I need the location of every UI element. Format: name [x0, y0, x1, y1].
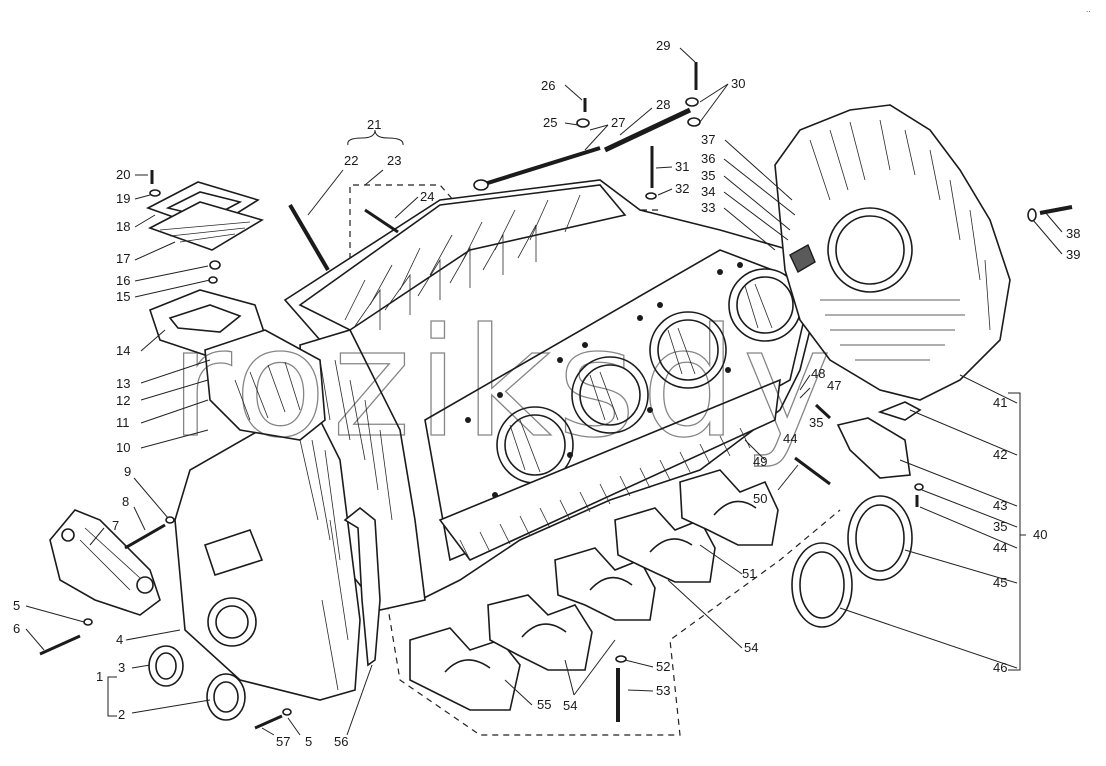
callout-47: 47 — [827, 378, 841, 393]
callout-8: 8 — [122, 494, 129, 509]
callout-54-bottom: 54 — [563, 698, 577, 713]
callout-18: 18 — [116, 219, 130, 234]
callout-49: 49 — [753, 454, 767, 469]
callout-39: 39 — [1066, 247, 1080, 262]
callout-33: 33 — [701, 200, 715, 215]
callout-24: 24 — [420, 189, 434, 204]
callout-36: 36 — [701, 151, 715, 166]
callout-29: 29 — [656, 38, 670, 53]
callout-57: 57 — [276, 734, 290, 749]
callout-53: 53 — [656, 683, 670, 698]
callout-20: 20 — [116, 167, 130, 182]
callout-32: 32 — [675, 181, 689, 196]
callout-2: 2 — [118, 707, 125, 722]
callout-14: 14 — [116, 343, 130, 358]
callout-52: 52 — [656, 659, 670, 674]
callout-35-right: 35 — [993, 519, 1007, 534]
callout-9: 9 — [124, 464, 131, 479]
callout-21: 21 — [367, 117, 381, 132]
callout-35-top: 35 — [701, 168, 715, 183]
callout-42: 42 — [993, 447, 1007, 462]
callout-23: 23 — [387, 153, 401, 168]
callout-16: 16 — [116, 273, 130, 288]
callout-22: 22 — [344, 153, 358, 168]
gasket-strip — [343, 506, 381, 667]
callout-34: 34 — [701, 184, 715, 199]
cylinder-bores — [496, 268, 802, 484]
callout-44-right: 44 — [993, 540, 1007, 555]
callout-43: 43 — [993, 498, 1007, 513]
callout-27: 27 — [611, 115, 625, 130]
callout-17: 17 — [116, 251, 130, 266]
callout-3: 3 — [118, 660, 125, 675]
mount-bracket — [49, 509, 161, 616]
callout-31: 31 — [675, 159, 689, 174]
callout-5-left: 5 — [13, 598, 20, 613]
callout-44-mid: 44 — [783, 431, 797, 446]
fasteners — [39, 62, 1073, 730]
bearing-caps — [409, 469, 779, 711]
callout-25: 25 — [543, 115, 557, 130]
callout-12: 12 — [116, 393, 130, 408]
callout-35-mid: 35 — [809, 415, 823, 430]
callout-50: 50 — [753, 491, 767, 506]
callout-56: 56 — [334, 734, 348, 749]
callout-54-right: 54 — [744, 640, 758, 655]
callout-6: 6 — [13, 621, 20, 636]
callout-38: 38 — [1066, 226, 1080, 241]
callout-55: 55 — [537, 697, 551, 712]
callout-51: 51 — [742, 566, 756, 581]
callout-46: 46 — [993, 660, 1007, 675]
callout-41: 41 — [993, 395, 1007, 410]
callout-19: 19 — [116, 191, 130, 206]
cylinder-block — [283, 179, 816, 611]
callout-labels: 1 2 3 4 5 6 7 8 9 10 11 12 13 14 15 16 1… — [13, 38, 1080, 749]
callout-30: 30 — [731, 76, 745, 91]
callout-40: 40 — [1033, 527, 1047, 542]
timing-cover — [174, 419, 361, 701]
flywheel-housing — [774, 104, 1011, 401]
callout-15: 15 — [116, 289, 130, 304]
callout-48: 48 — [811, 366, 825, 381]
callout-5-bottom: 5 — [305, 734, 312, 749]
callout-1: 1 — [96, 669, 103, 684]
leader-lines — [25, 47, 1063, 736]
callout-4: 4 — [116, 632, 123, 647]
corner-mark: .. — [1086, 5, 1090, 14]
cover-plate — [145, 181, 264, 251]
callout-26: 26 — [541, 78, 555, 93]
callout-10: 10 — [116, 440, 130, 455]
watermark: roziksdy — [170, 297, 838, 471]
callout-37: 37 — [701, 132, 715, 147]
callout-11: 11 — [116, 415, 130, 430]
callout-7: 7 — [112, 518, 119, 533]
intake-elbow — [149, 289, 326, 441]
callout-28: 28 — [656, 97, 670, 112]
callout-45: 45 — [993, 575, 1007, 590]
callout-13: 13 — [116, 376, 130, 391]
